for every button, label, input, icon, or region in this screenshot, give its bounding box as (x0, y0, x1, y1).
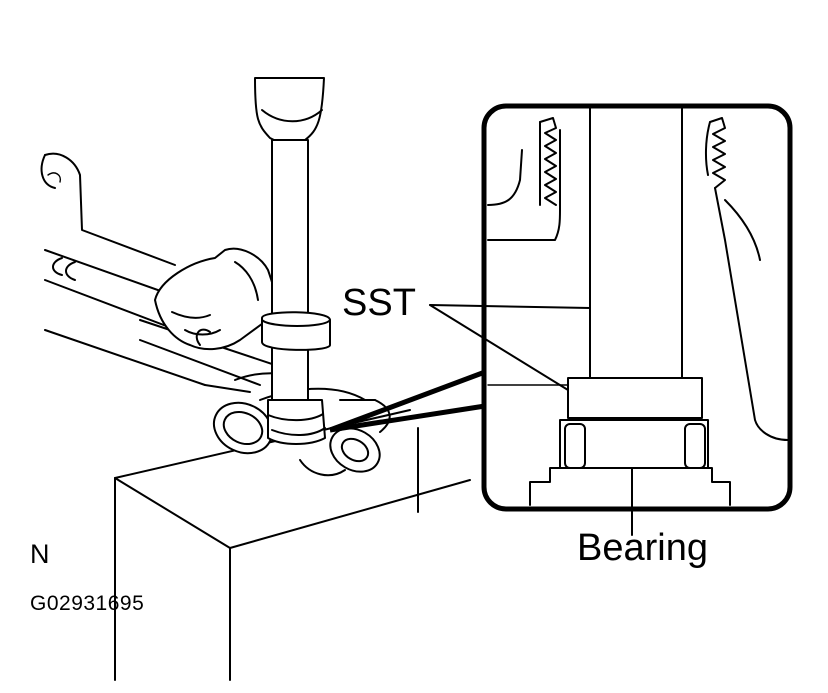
sst-leader-lines (429, 304, 591, 391)
magnify-pointer (329, 369, 486, 433)
figure-code: G02931695 (30, 592, 145, 615)
detail-inset (481, 103, 793, 512)
housing-end (212, 372, 391, 477)
vise-block (114, 409, 471, 681)
sst-press-tool (254, 77, 331, 445)
bearing-callout-label: Bearing (577, 527, 708, 569)
sst-callout-label: SST (342, 282, 416, 324)
view-letter: N (30, 539, 50, 569)
